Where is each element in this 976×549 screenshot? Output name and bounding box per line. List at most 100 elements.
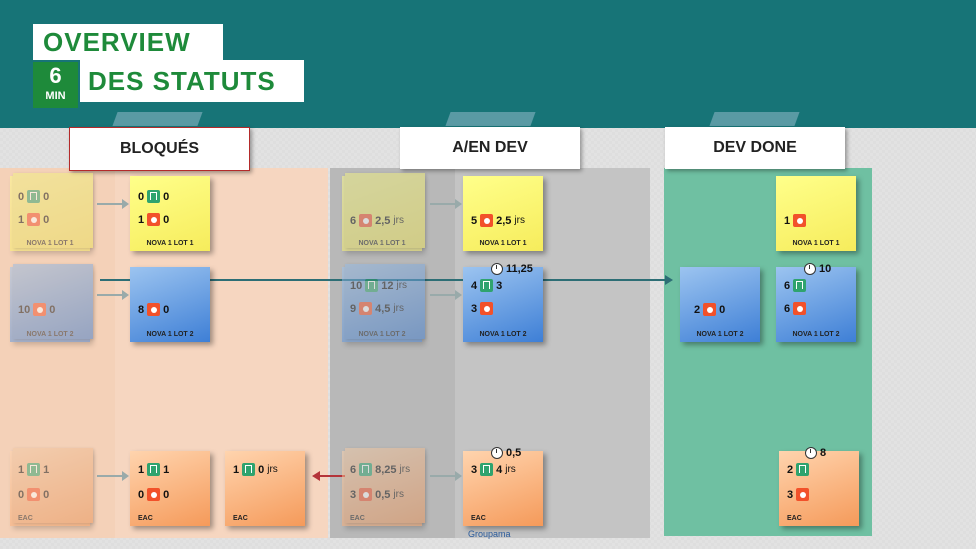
unit: jrs bbox=[396, 280, 408, 291]
note-label: EAC bbox=[471, 515, 486, 522]
note-bloques-lot2-a: 10 0 NOVA 1 LOT 2 bbox=[10, 267, 90, 342]
bug-icon bbox=[703, 303, 717, 316]
count: 0 bbox=[258, 463, 265, 476]
count: 3 bbox=[471, 463, 478, 476]
note-label: NOVA 1 LOT 2 bbox=[696, 331, 744, 338]
arrow-a-b bbox=[430, 294, 455, 296]
unit: jrs bbox=[399, 464, 411, 475]
count: 0 bbox=[43, 213, 50, 226]
arrow-b-b bbox=[97, 294, 122, 296]
count: 0 bbox=[163, 213, 170, 226]
count: 0 bbox=[163, 190, 170, 203]
unit: jrs bbox=[393, 215, 404, 226]
count: 12 bbox=[381, 279, 394, 292]
note-label: EAC bbox=[18, 515, 33, 522]
count: 6 bbox=[784, 279, 791, 292]
count: 10 bbox=[18, 303, 31, 316]
note-label: NOVA 1 LOT 1 bbox=[479, 240, 527, 247]
count: 0 bbox=[719, 303, 726, 316]
note-label: NOVA 1 LOT 2 bbox=[26, 331, 74, 338]
arrow-b-o bbox=[97, 475, 122, 477]
story-icon bbox=[27, 190, 41, 203]
count: 1 bbox=[233, 463, 240, 476]
note-devdone-eac: 8 2 3 EAC bbox=[779, 447, 859, 526]
unit: jrs bbox=[267, 464, 278, 475]
count: 3 bbox=[496, 279, 503, 292]
title-overview: OVERVIEW bbox=[33, 24, 223, 60]
story-icon bbox=[480, 279, 494, 292]
count: 0,5 bbox=[375, 488, 391, 501]
arrow-a-o bbox=[430, 475, 455, 477]
note-label: NOVA 1 LOT 1 bbox=[792, 240, 840, 247]
count: 4 bbox=[496, 463, 503, 476]
story-icon bbox=[27, 463, 41, 476]
note-label: NOVA 1 LOT 1 bbox=[146, 240, 194, 247]
arrow-red-back-head bbox=[312, 471, 320, 481]
aen-dev-tab bbox=[445, 112, 536, 126]
min-value: 6 bbox=[49, 63, 62, 88]
time-value: 8 bbox=[820, 447, 827, 459]
count: 3 bbox=[787, 488, 794, 501]
count: 8,25 bbox=[375, 463, 397, 476]
count: 10 bbox=[350, 279, 363, 292]
count: 1 bbox=[18, 463, 25, 476]
note-label: NOVA 1 LOT 2 bbox=[792, 331, 840, 338]
unit: jrs bbox=[393, 489, 404, 500]
count: 4 bbox=[471, 279, 478, 292]
story-icon bbox=[796, 463, 810, 476]
unit: jrs bbox=[505, 464, 516, 475]
dev-done-tab bbox=[709, 112, 800, 126]
story-icon bbox=[147, 463, 161, 476]
bug-icon bbox=[147, 488, 161, 501]
story-icon bbox=[242, 463, 256, 476]
arrow-b-y-head bbox=[122, 199, 129, 209]
note-label: NOVA 1 LOT 1 bbox=[26, 240, 74, 247]
count: 0 bbox=[138, 488, 145, 501]
story-icon bbox=[147, 190, 161, 203]
arrow-b-y bbox=[97, 203, 122, 205]
arrow-a-b-head bbox=[455, 290, 462, 300]
aen-dev-header: A/EN DEV bbox=[400, 127, 580, 169]
bug-icon bbox=[359, 302, 373, 315]
count: 6 bbox=[350, 463, 357, 476]
count: 1 bbox=[43, 463, 50, 476]
count: 8 bbox=[138, 303, 145, 316]
count: 1 bbox=[784, 214, 791, 227]
bug-icon bbox=[796, 488, 810, 501]
bug-icon bbox=[793, 214, 807, 227]
bug-icon bbox=[147, 213, 161, 226]
bug-icon bbox=[793, 302, 807, 315]
count: 1 bbox=[138, 213, 145, 226]
note-label: EAC bbox=[233, 515, 248, 522]
note-label: NOVA 1 LOT 2 bbox=[358, 331, 406, 338]
clock-icon bbox=[491, 263, 503, 275]
bug-icon bbox=[359, 488, 373, 501]
note-label: NOVA 1 LOT 2 bbox=[479, 331, 527, 338]
dev-done-header: DEV DONE bbox=[665, 127, 845, 169]
min-badge: 6 MIN bbox=[33, 62, 78, 108]
bug-icon bbox=[480, 302, 494, 315]
unit: jrs bbox=[393, 303, 404, 314]
bug-icon bbox=[33, 303, 47, 316]
arrow-red-back bbox=[320, 475, 345, 477]
count: 0 bbox=[49, 303, 56, 316]
brand-footer: Groupama bbox=[468, 529, 511, 539]
count: 4,5 bbox=[375, 302, 391, 315]
time-value: 10 bbox=[819, 263, 832, 275]
count: 0 bbox=[43, 190, 50, 203]
story-icon bbox=[480, 463, 494, 476]
title-des-statuts: DES STATUTS bbox=[80, 60, 304, 102]
count: 1 bbox=[163, 463, 170, 476]
